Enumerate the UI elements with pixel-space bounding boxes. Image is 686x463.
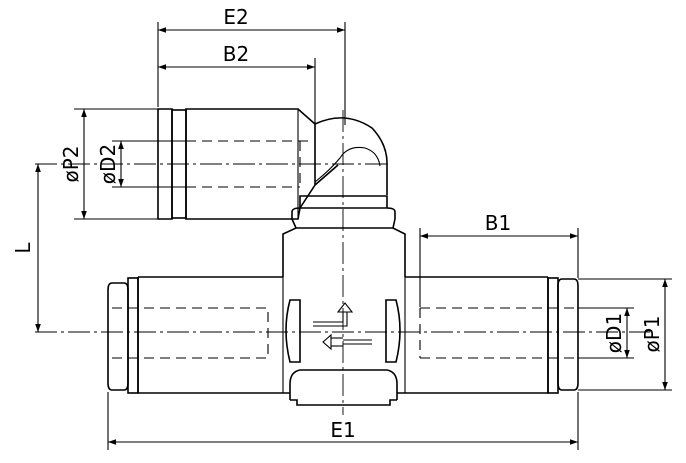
label-b2: B2 <box>223 42 249 66</box>
upper-collet <box>157 108 173 220</box>
elbow-curve <box>314 117 388 195</box>
left-port <box>285 299 301 363</box>
label-d2: øD2 <box>96 144 120 184</box>
dim-p2 <box>74 108 158 220</box>
label-b1: B1 <box>485 211 511 235</box>
dim-p1 <box>578 278 672 391</box>
label-l: L <box>11 242 35 254</box>
dim-d2 <box>112 140 186 188</box>
left-sleeve <box>127 277 139 394</box>
left-collet <box>107 282 129 391</box>
label-e2: E2 <box>223 5 248 29</box>
right-port <box>385 299 401 363</box>
dim-e1 <box>107 392 579 450</box>
label-e1: E1 <box>330 418 355 442</box>
label-p2: øP2 <box>59 145 83 182</box>
dim-b1 <box>419 228 579 307</box>
main-tube <box>138 276 548 394</box>
right-sleeve <box>547 277 559 394</box>
flow-arrow-icon <box>313 302 372 351</box>
dim-b2 <box>158 58 316 124</box>
elbow-branch <box>157 108 396 229</box>
label-d1: øD1 <box>602 313 626 353</box>
main-body <box>107 227 579 406</box>
label-p1: øP1 <box>640 315 664 352</box>
right-collet <box>557 278 579 391</box>
center-block <box>282 227 406 277</box>
center-lines <box>35 110 650 415</box>
dim-d1 <box>578 307 634 359</box>
